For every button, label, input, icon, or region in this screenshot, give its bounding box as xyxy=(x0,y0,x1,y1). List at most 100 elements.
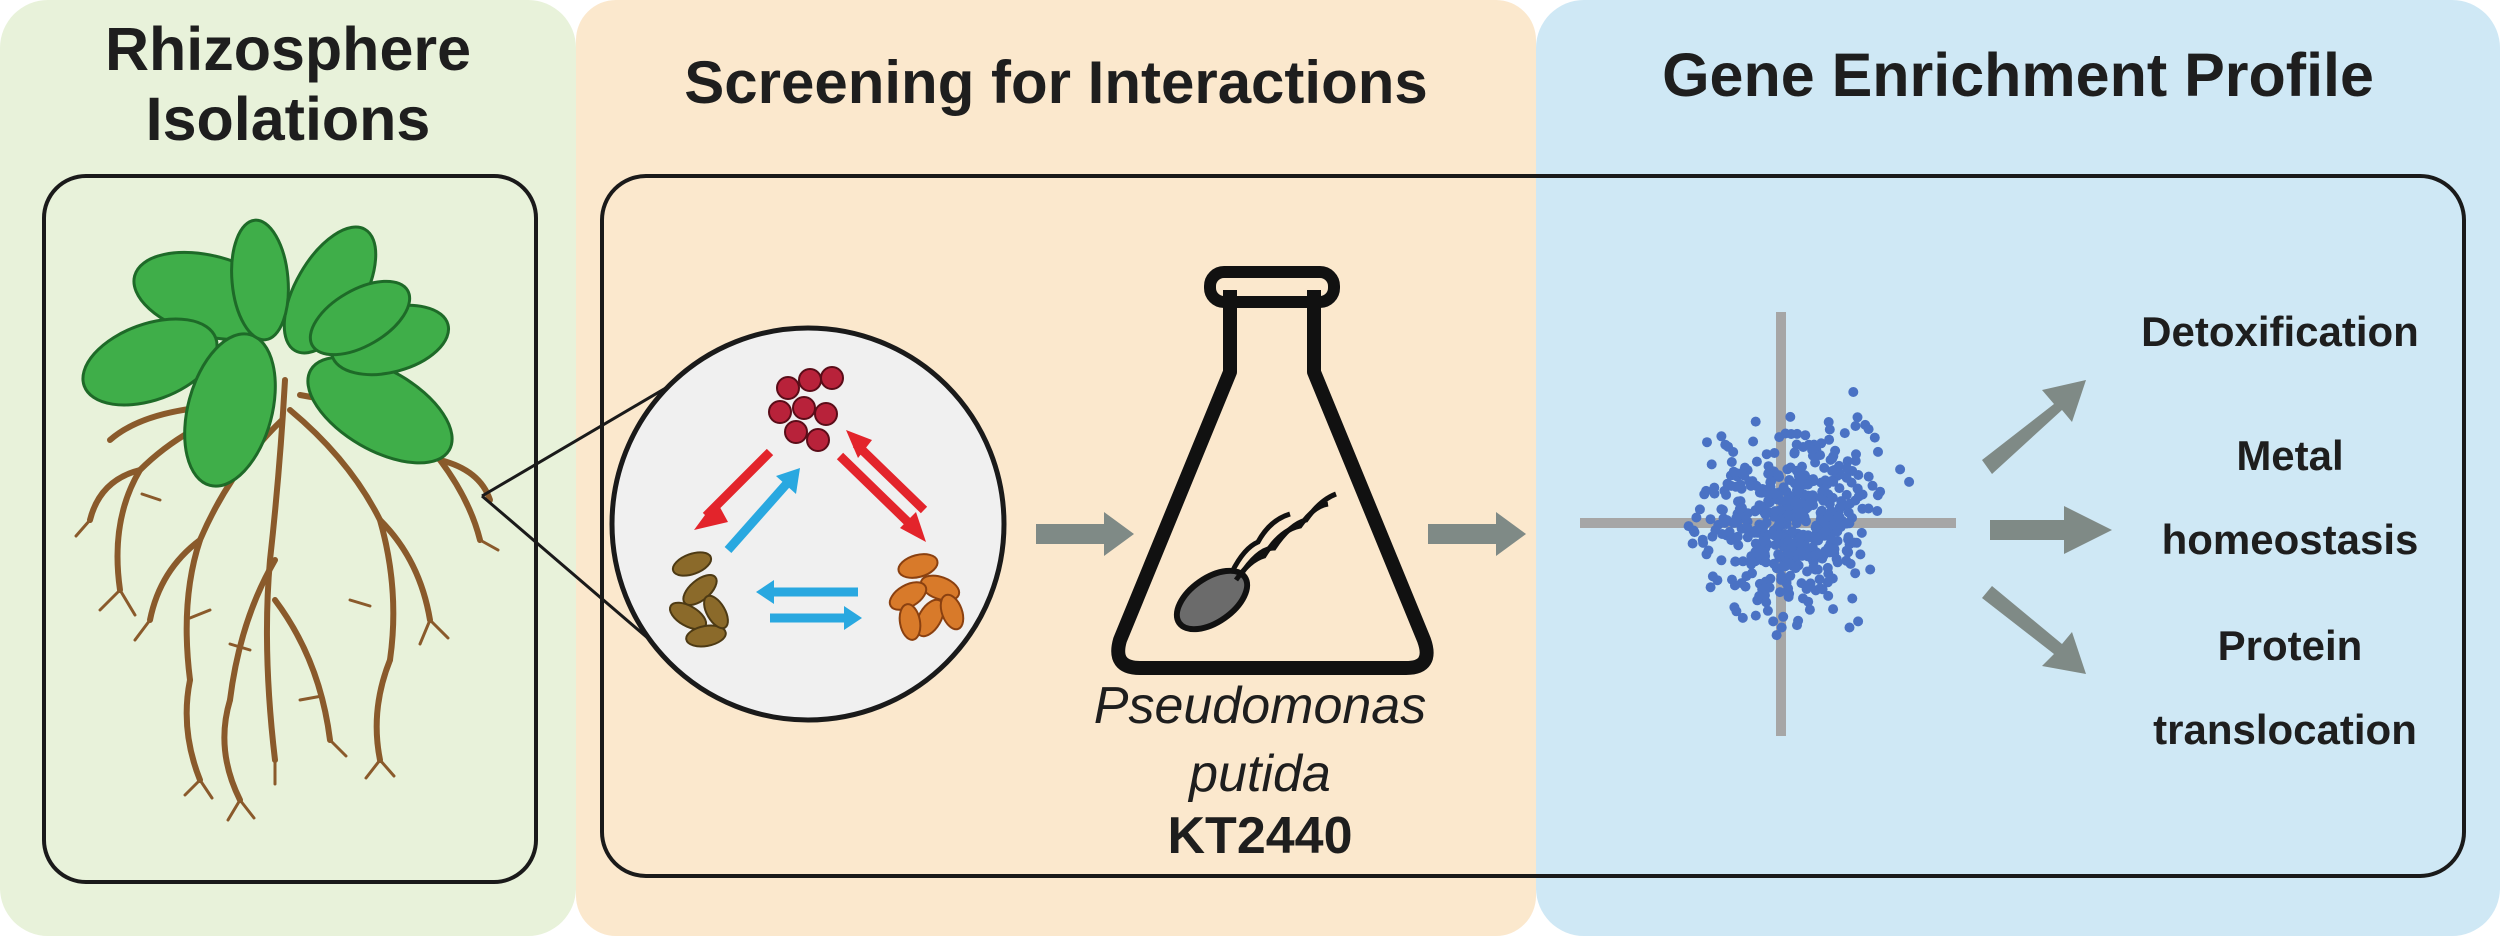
scatter-dot xyxy=(1823,542,1834,553)
scatter-dot xyxy=(1818,484,1829,495)
scatter-dot xyxy=(1810,564,1821,575)
scatter-dot xyxy=(1816,438,1827,449)
scatter-dot xyxy=(1783,591,1794,602)
scatter-dot xyxy=(1818,495,1829,506)
scatter-dot xyxy=(1806,532,1817,543)
scatter-dot xyxy=(1733,540,1744,551)
scatter-dot xyxy=(1795,532,1806,543)
title-rhizosphere: Rhizosphere Isolations xyxy=(0,14,576,154)
scatter-dot xyxy=(1771,630,1782,641)
scatter-dot xyxy=(1850,568,1861,579)
scatter-dot xyxy=(1765,573,1776,584)
scatter-dot xyxy=(1701,549,1712,560)
scatter-dot xyxy=(1869,432,1880,443)
scatter-dot xyxy=(1769,488,1780,499)
scatter-dot xyxy=(1747,557,1758,568)
scatter-dot xyxy=(1845,558,1856,569)
scatter-dot xyxy=(1732,531,1743,542)
scatter-dot xyxy=(1721,489,1732,500)
label-protein: Protein xyxy=(2217,622,2363,669)
scatter-dot xyxy=(1819,462,1830,473)
scatter-dot xyxy=(1707,531,1718,542)
scatter-dot xyxy=(1716,504,1727,515)
scatter-dot xyxy=(1832,535,1843,546)
scatter-dot xyxy=(1758,522,1768,533)
scatter-dot xyxy=(1824,434,1835,445)
scatter-dot xyxy=(1785,411,1796,422)
scatter-dot xyxy=(1828,604,1839,615)
scatter-dot xyxy=(1850,421,1861,431)
scatter-dot xyxy=(1763,468,1774,479)
scatter-dot xyxy=(1750,416,1761,427)
scatter-dot xyxy=(1820,475,1831,486)
scatter-dot xyxy=(1776,574,1787,585)
scatter-dot xyxy=(1895,464,1906,475)
scatter-dot xyxy=(1701,485,1712,496)
scatter-dot xyxy=(1736,468,1747,478)
scatter-dot xyxy=(1841,518,1852,529)
scatter-dot xyxy=(1798,593,1808,604)
scatter-dot xyxy=(1709,482,1720,493)
scatter-dot xyxy=(1756,501,1766,512)
scatter-dot xyxy=(1706,459,1717,470)
scatter-dot xyxy=(1848,387,1859,397)
scatter-dot xyxy=(1776,622,1787,633)
scatter-dot xyxy=(1807,445,1818,455)
scatter-dot xyxy=(1823,590,1834,601)
scatter-dot xyxy=(1841,489,1852,500)
scatter-dot xyxy=(1750,538,1761,549)
scatter-dot xyxy=(1764,582,1775,593)
title-screening: Screening for Interactions xyxy=(684,49,1428,116)
scatter-dot xyxy=(1748,436,1759,447)
scatter-dot xyxy=(1754,591,1765,601)
scatter-dot xyxy=(1773,470,1784,481)
panel-rhizosphere xyxy=(0,0,576,936)
scatter-dot xyxy=(1705,582,1716,593)
scatter-dot xyxy=(1809,550,1820,561)
scatter-dot xyxy=(1834,483,1845,494)
scatter-dot xyxy=(1774,432,1785,443)
scatter-dot xyxy=(1873,446,1883,457)
scatter-dot xyxy=(1824,424,1835,435)
scatter-dot xyxy=(1802,566,1813,577)
scatter-dot xyxy=(1814,574,1825,585)
scatter-dot xyxy=(1712,575,1723,586)
scatter-dot xyxy=(1801,516,1811,527)
scatter-dot xyxy=(1853,491,1864,502)
scatter-dot xyxy=(1691,512,1702,523)
scatter-dot xyxy=(1768,558,1779,569)
organism-species: putida xyxy=(1189,745,1331,803)
scatter-dot xyxy=(1875,486,1886,497)
scatter-dot xyxy=(1687,538,1698,549)
scatter-dot xyxy=(1872,506,1883,516)
scatter-dot xyxy=(1865,564,1876,575)
scatter-dot xyxy=(1842,463,1852,474)
label-metal: Metal xyxy=(2236,432,2344,479)
scatter-dot xyxy=(1683,521,1694,532)
scatter-dot xyxy=(1829,465,1840,475)
scatter-dot xyxy=(1849,537,1860,548)
scatter-dot xyxy=(1778,482,1789,493)
scatter-dot xyxy=(1775,505,1786,515)
scatter-dot xyxy=(1820,526,1831,537)
scatter-dot xyxy=(1729,580,1740,591)
scatter-dot xyxy=(1726,457,1737,467)
scatter-dot xyxy=(1851,449,1861,460)
scatter-dot xyxy=(1815,507,1826,518)
scatter-dot xyxy=(1761,449,1772,460)
scatter-dot xyxy=(1802,479,1813,490)
scatter-dot xyxy=(1846,477,1857,488)
plant-icon xyxy=(74,218,500,822)
scatter-dot xyxy=(1853,616,1864,627)
scatter-dot xyxy=(1785,570,1796,581)
scatter-dot xyxy=(1774,520,1784,530)
scatter-dots xyxy=(1683,387,1915,641)
bacterium-icon xyxy=(1173,491,1337,633)
label-homeostasis: homeostasis xyxy=(2161,516,2419,563)
scatter-dot xyxy=(1785,462,1796,473)
scatter-dot xyxy=(1716,431,1727,442)
scatter-dot xyxy=(1792,428,1803,439)
scatter-dot xyxy=(1755,486,1766,497)
label-translocation: translocation xyxy=(2153,706,2417,753)
scatter-dot xyxy=(1768,616,1779,627)
